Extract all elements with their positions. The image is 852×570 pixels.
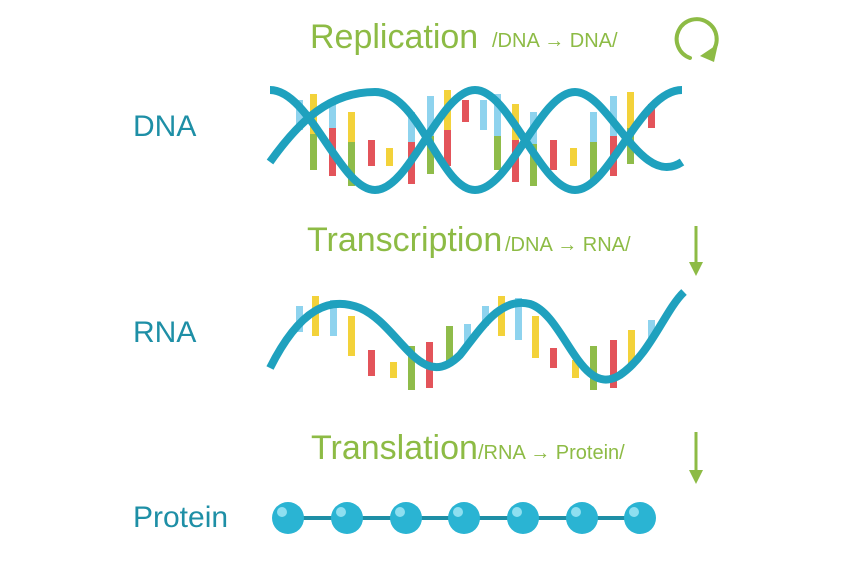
amino-acid-bead [507, 502, 539, 534]
amino-acid-bead [331, 502, 363, 534]
translation-formula: /RNA → Protein/ [478, 442, 625, 464]
amino-acid-bead [272, 502, 304, 534]
dna-double-helix [266, 85, 685, 195]
replication-formula: /DNA → DNA/ [492, 30, 618, 52]
protein-label: Protein [133, 501, 229, 534]
transcription-title: Transcription [307, 221, 503, 259]
transcription-formula: /DNA → RNA/ [505, 234, 631, 256]
protein-chain [272, 502, 656, 534]
rna-backbone [266, 289, 687, 384]
amino-acid-bead [390, 502, 422, 534]
dna-strand-2 [266, 87, 685, 195]
amino-acid-bead [448, 502, 480, 534]
down-arrow-icon [689, 432, 703, 484]
replication-title: Replication [310, 18, 479, 56]
circular-arrow-icon [674, 17, 719, 62]
rna-label: RNA [133, 316, 197, 349]
dna-label: DNA [133, 110, 197, 143]
amino-acid-bead [566, 502, 598, 534]
rna-strand [266, 289, 687, 390]
dna-strand-1 [269, 85, 683, 195]
amino-acid-bead [624, 502, 656, 534]
down-arrow-icon [689, 226, 703, 276]
translation-title: Translation [311, 429, 478, 467]
